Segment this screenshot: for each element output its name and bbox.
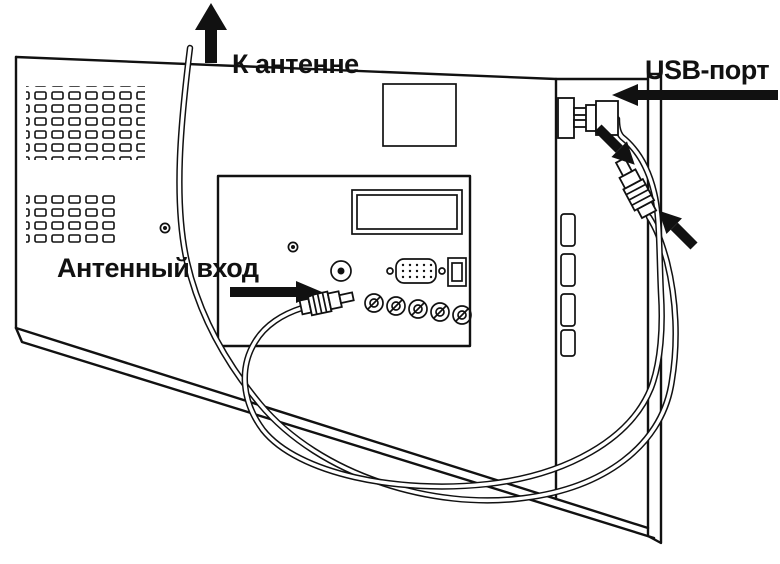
- vga-pins: [401, 263, 433, 279]
- screw-center: [291, 245, 295, 249]
- display-window-inner: [356, 194, 458, 230]
- vga-screw-right: [438, 267, 446, 275]
- rca-jacks[interactable]: [364, 293, 472, 325]
- display-window: [351, 189, 463, 235]
- antenna-plug[interactable]: [298, 287, 355, 318]
- vga-body: [395, 258, 437, 284]
- rca-jack: [408, 299, 428, 319]
- rca-jack: [386, 296, 406, 316]
- side-port-slot: [560, 213, 576, 247]
- vent-grille-bottom: [26, 194, 118, 244]
- tv-right-frame: [646, 72, 663, 545]
- usb-cable: [241, 115, 665, 490]
- screw: [159, 222, 171, 234]
- right-arrow-icon: [230, 281, 322, 303]
- side-ports[interactable]: [560, 213, 576, 357]
- antenna-socket[interactable]: [330, 260, 352, 282]
- usb-port-socket[interactable]: [557, 97, 575, 139]
- rca-jack: [364, 293, 384, 313]
- label-plate: [382, 83, 457, 147]
- screws: [159, 222, 299, 253]
- antenna-cable: [176, 44, 679, 504]
- cable-connector[interactable]: [611, 155, 659, 220]
- vga-port[interactable]: [386, 258, 446, 284]
- to-antenna-label: К антенне: [232, 49, 359, 79]
- usb-plug-shell: [585, 104, 597, 132]
- side-port-slot: [560, 329, 576, 357]
- side-port-slot: [560, 253, 576, 287]
- up-arrow-icon: [195, 3, 227, 63]
- vent-grilles: [26, 86, 145, 244]
- screw: [287, 241, 299, 253]
- rca-jack: [452, 305, 472, 325]
- left-arrow-icon: [612, 84, 778, 106]
- connection-panel: [216, 174, 472, 348]
- antenna-socket-ring: [330, 260, 352, 282]
- digital-port-inner: [451, 262, 463, 282]
- rca-jack: [430, 302, 450, 322]
- digital-port[interactable]: [447, 257, 467, 287]
- tv-bottom-edge-inner: [14, 326, 656, 540]
- screw-center: [163, 226, 167, 230]
- vent-grille-top: [26, 86, 145, 160]
- side-port-slot: [560, 293, 576, 327]
- tv-back-panel: [14, 55, 663, 545]
- digital-port-outer: [447, 257, 467, 287]
- tv-bottom-edge-outer: [14, 326, 650, 530]
- antenna-socket-pin: [337, 267, 345, 275]
- connection-panel-outline: [216, 174, 472, 348]
- vga-screw-left: [386, 267, 394, 275]
- usb-port-label: USB-порт: [645, 55, 769, 85]
- antenna-input-label: Антенный вход: [57, 253, 259, 283]
- insert-arrow-down-icon: [594, 124, 635, 165]
